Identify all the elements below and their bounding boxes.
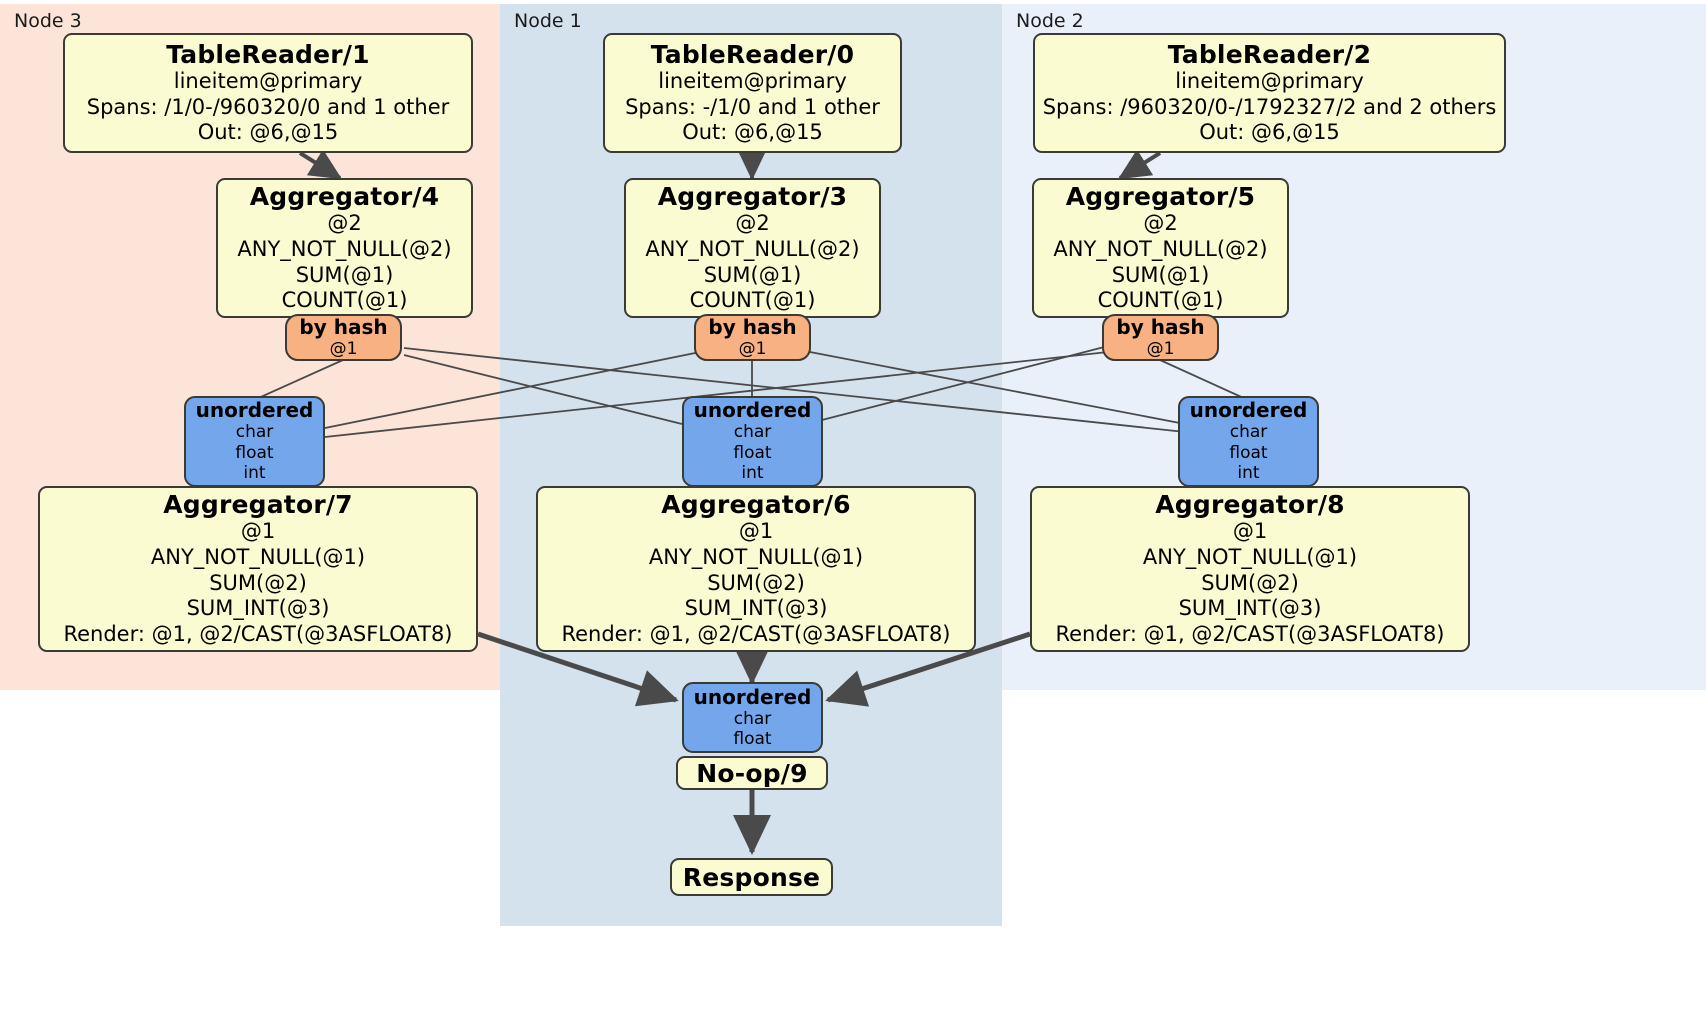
aggregator-7-func-1: ANY_NOT_NULL(@1) <box>150 545 366 570</box>
region-label-node-2: Node 2 <box>1016 10 1084 32</box>
aggregator-6-func-2: SUM(@2) <box>707 570 805 595</box>
aggregator-8-title: Aggregator/8 <box>1155 490 1345 520</box>
hash-router-node-2-key: @1 <box>1146 338 1175 359</box>
table-reader-2-box[interactable]: TableReader/2 lineitem@primary Spans: /9… <box>1033 33 1506 153</box>
aggregator-4-func-2: SUM(@1) <box>295 262 394 287</box>
aggregator-4-title: Aggregator/4 <box>249 182 440 212</box>
region-label-node-3: Node 3 <box>14 10 82 32</box>
aggregator-3-func-1: ANY_NOT_NULL(@2) <box>645 236 860 261</box>
aggregator-6-func-3: SUM_INT(@3) <box>684 596 828 621</box>
unordered-sync-node-3-title: unordered <box>195 398 314 423</box>
hash-router-node-1[interactable]: by hash @1 <box>694 314 811 361</box>
final-unordered-sync-title: unordered <box>693 684 812 709</box>
aggregator-8-render: Render: @1, @2/CAST(@3ASFLOAT8) <box>1055 621 1445 646</box>
aggregator-4-group: @2 <box>327 211 362 236</box>
aggregator-4-box[interactable]: Aggregator/4 @2 ANY_NOT_NULL(@2) SUM(@1)… <box>216 178 473 318</box>
unordered-sync-node-3[interactable]: unordered char float int <box>184 396 325 487</box>
unordered-sync-node-2[interactable]: unordered char float int <box>1178 396 1319 487</box>
table-reader-0-table: lineitem@primary <box>658 69 847 94</box>
unordered-sync-node-3-type-3: int <box>243 463 266 484</box>
unordered-sync-node-1-title: unordered <box>693 398 812 423</box>
aggregator-3-func-3: COUNT(@1) <box>689 288 816 313</box>
unordered-sync-node-1-type-3: int <box>741 463 764 484</box>
aggregator-4-func-3: COUNT(@1) <box>281 288 408 313</box>
table-reader-2-spans: Spans: /960320/0-/1792327/2 and 2 others <box>1042 94 1497 119</box>
aggregator-5-box[interactable]: Aggregator/5 @2 ANY_NOT_NULL(@2) SUM(@1)… <box>1032 178 1289 318</box>
table-reader-1-out: Out: @6,@15 <box>197 120 339 145</box>
aggregator-5-group: @2 <box>1143 211 1178 236</box>
hash-router-node-3-title: by hash <box>299 314 388 339</box>
region-label-node-1: Node 1 <box>514 10 582 32</box>
hash-router-node-2[interactable]: by hash @1 <box>1102 314 1219 361</box>
aggregator-5-func-3: COUNT(@1) <box>1097 288 1224 313</box>
hash-router-node-1-title: by hash <box>708 314 797 339</box>
table-reader-1-table: lineitem@primary <box>173 69 363 94</box>
no-op-9-title: No-op/9 <box>696 758 808 788</box>
table-reader-0-out: Out: @6,@15 <box>682 120 823 145</box>
aggregator-6-group: @1 <box>738 519 774 544</box>
aggregator-5-func-2: SUM(@1) <box>1111 262 1210 287</box>
final-unordered-sync[interactable]: unordered char float <box>682 682 823 753</box>
aggregator-8-group: @1 <box>1232 519 1268 544</box>
table-reader-0-box[interactable]: TableReader/0 lineitem@primary Spans: -/… <box>603 33 902 153</box>
aggregator-3-title: Aggregator/3 <box>657 182 848 212</box>
unordered-sync-node-2-type-2: float <box>1229 442 1268 463</box>
aggregator-5-func-1: ANY_NOT_NULL(@2) <box>1053 236 1268 261</box>
aggregator-4-func-1: ANY_NOT_NULL(@2) <box>237 236 452 261</box>
response-title: Response <box>682 862 821 892</box>
table-reader-2-title: TableReader/2 <box>1167 40 1372 70</box>
aggregator-6-func-1: ANY_NOT_NULL(@1) <box>648 545 864 570</box>
unordered-sync-node-1-type-2: float <box>733 442 772 463</box>
table-reader-1-spans: Spans: /1/0-/960320/0 and 1 other <box>86 94 450 119</box>
unordered-sync-node-2-title: unordered <box>1189 398 1308 423</box>
aggregator-8-box[interactable]: Aggregator/8 @1 ANY_NOT_NULL(@1) SUM(@2)… <box>1030 486 1470 652</box>
aggregator-6-box[interactable]: Aggregator/6 @1 ANY_NOT_NULL(@1) SUM(@2)… <box>536 486 976 652</box>
unordered-sync-node-3-type-2: float <box>235 442 274 463</box>
aggregator-8-func-3: SUM_INT(@3) <box>1178 596 1322 621</box>
unordered-sync-node-1-type-1: char <box>733 422 772 443</box>
aggregator-3-group: @2 <box>735 211 770 236</box>
no-op-9-box[interactable]: No-op/9 <box>676 756 828 790</box>
unordered-sync-node-1[interactable]: unordered char float int <box>682 396 823 487</box>
hash-router-node-2-title: by hash <box>1116 314 1205 339</box>
aggregator-7-box[interactable]: Aggregator/7 @1 ANY_NOT_NULL(@1) SUM(@2)… <box>38 486 478 652</box>
table-reader-2-out: Out: @6,@15 <box>1199 120 1340 145</box>
response-box[interactable]: Response <box>670 858 833 896</box>
table-reader-0-title: TableReader/0 <box>650 40 855 70</box>
aggregator-3-func-2: SUM(@1) <box>703 262 802 287</box>
hash-router-node-3-key: @1 <box>329 338 358 359</box>
unordered-sync-node-2-type-1: char <box>1229 422 1268 443</box>
aggregator-6-title: Aggregator/6 <box>661 490 851 520</box>
aggregator-7-func-2: SUM(@2) <box>209 570 307 595</box>
aggregator-7-func-3: SUM_INT(@3) <box>186 596 330 621</box>
table-reader-2-table: lineitem@primary <box>1175 69 1364 94</box>
aggregator-5-title: Aggregator/5 <box>1065 182 1256 212</box>
aggregator-7-render: Render: @1, @2/CAST(@3ASFLOAT8) <box>63 621 453 646</box>
aggregator-7-title: Aggregator/7 <box>163 490 353 520</box>
table-reader-0-spans: Spans: -/1/0 and 1 other <box>625 94 880 119</box>
aggregator-6-render: Render: @1, @2/CAST(@3ASFLOAT8) <box>561 621 951 646</box>
table-reader-1-title: TableReader/1 <box>166 40 370 70</box>
table-reader-1-box[interactable]: TableReader/1 lineitem@primary Spans: /1… <box>63 33 473 153</box>
aggregator-7-group: @1 <box>240 519 276 544</box>
final-unordered-sync-type-1: char <box>733 708 772 729</box>
aggregator-8-func-2: SUM(@2) <box>1201 570 1299 595</box>
hash-router-node-3[interactable]: by hash @1 <box>285 314 402 361</box>
unordered-sync-node-2-type-3: int <box>1237 463 1260 484</box>
hash-router-node-1-key: @1 <box>738 338 767 359</box>
final-unordered-sync-type-2: float <box>733 729 772 749</box>
aggregator-8-func-1: ANY_NOT_NULL(@1) <box>1142 545 1358 570</box>
aggregator-3-box[interactable]: Aggregator/3 @2 ANY_NOT_NULL(@2) SUM(@1)… <box>624 178 881 318</box>
unordered-sync-node-3-type-1: char <box>235 422 274 443</box>
